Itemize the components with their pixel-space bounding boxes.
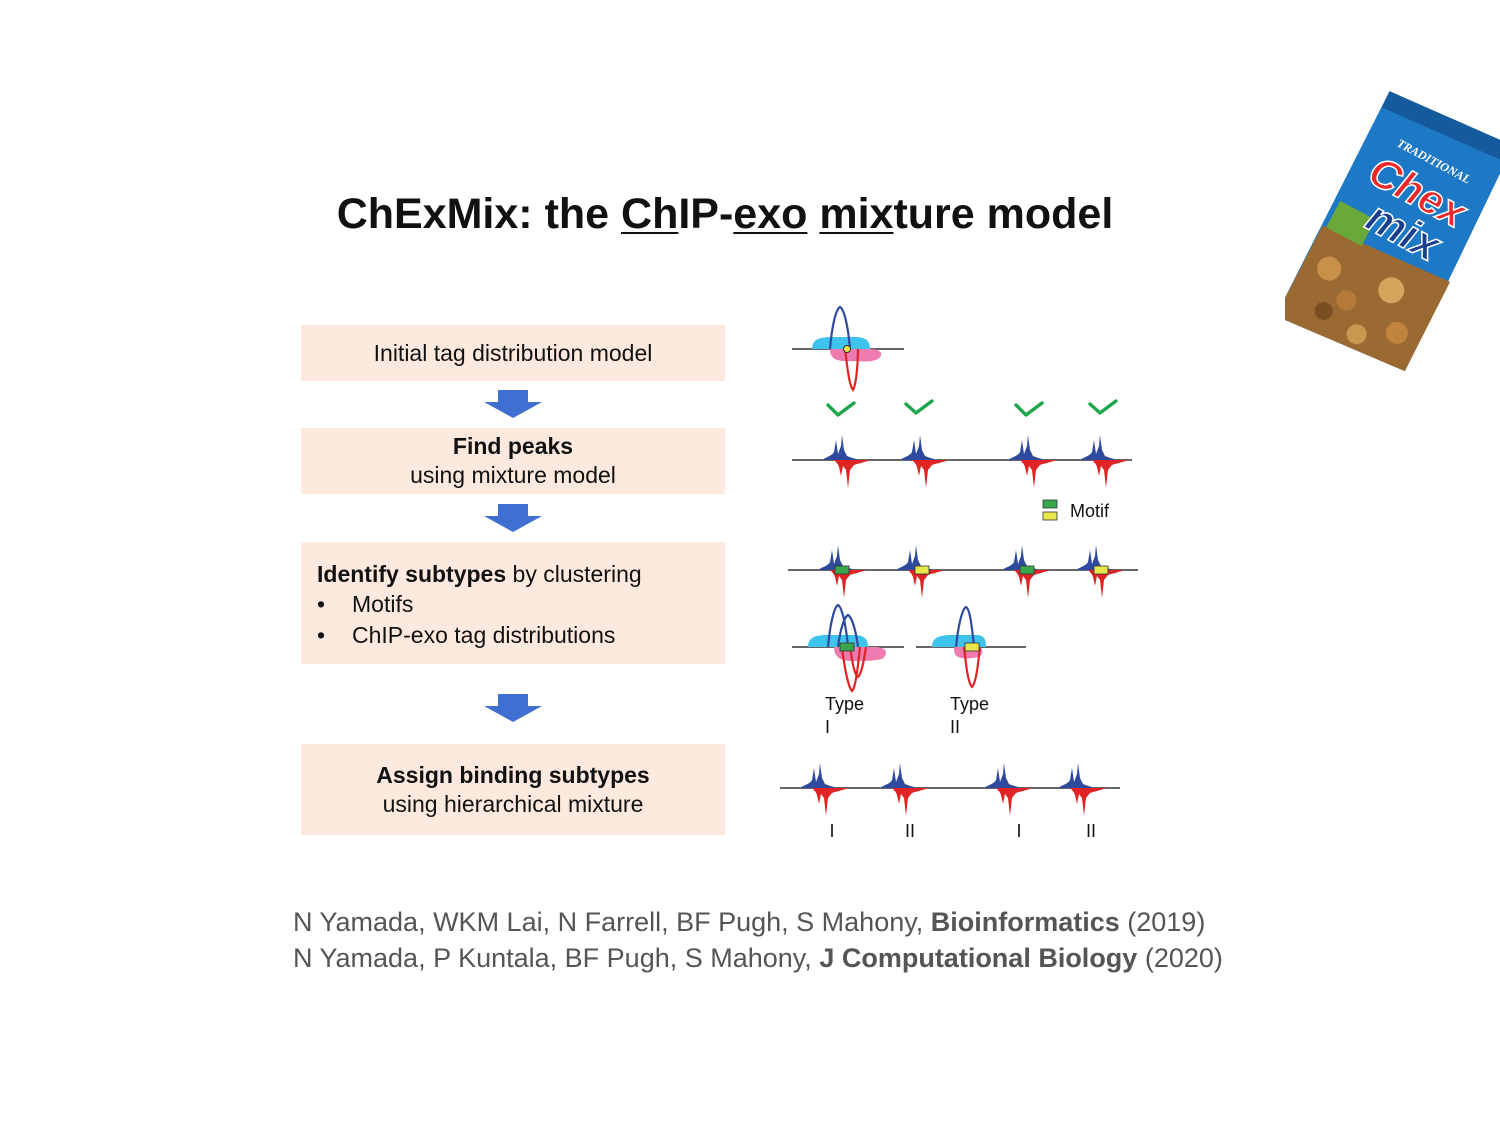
assigned-label: II bbox=[1086, 821, 1096, 841]
step-identify-rest: by clustering bbox=[506, 561, 642, 587]
citation-line: N Yamada, P Kuntala, BF Pugh, S Mahony, … bbox=[293, 943, 1223, 973]
citations: N Yamada, WKM Lai, N Farrell, BF Pugh, S… bbox=[293, 904, 1223, 976]
motif-legend-label: Motif bbox=[1070, 501, 1110, 521]
check-icon bbox=[1014, 401, 1044, 417]
step-assign-rest: using hierarchical mixture bbox=[382, 790, 644, 817]
peak-row bbox=[792, 435, 1132, 488]
down-arrow-icon bbox=[484, 390, 542, 418]
check-marks bbox=[826, 399, 1118, 417]
step-identify-bold: Identify subtypes bbox=[317, 561, 507, 587]
type-label-word: Type bbox=[825, 694, 864, 714]
step-initial-model: Initial tag distribution model bbox=[301, 325, 725, 381]
chex-mix-bag-image: TRADITIONAL Chex mix bbox=[1285, 91, 1500, 372]
citation-line: N Yamada, WKM Lai, N Farrell, BF Pugh, S… bbox=[293, 907, 1206, 937]
subtype-i-model bbox=[792, 603, 904, 693]
chexmix-diagram: Motif Type I Type II bbox=[780, 305, 1138, 841]
motif-green-box bbox=[1019, 565, 1035, 575]
motif-legend: Motif bbox=[1042, 499, 1110, 521]
type-label-numeral: II bbox=[950, 717, 960, 737]
type-label-word: Type bbox=[950, 694, 989, 714]
down-arrow-icon bbox=[484, 694, 542, 722]
down-arrow-icon bbox=[484, 504, 542, 532]
step-find-peaks-rest: using mixture model bbox=[410, 462, 616, 488]
type-label-numeral: I bbox=[825, 717, 830, 737]
step-assign-subtypes: Assign binding subtypes using hierarchic… bbox=[301, 744, 725, 835]
check-icon bbox=[1088, 399, 1118, 415]
motif-peak-row bbox=[788, 545, 1138, 598]
slide-title: ChExMix: the ChIP-exo mixture model bbox=[336, 190, 1114, 238]
step-find-peaks: Find peaks using mixture model bbox=[301, 428, 725, 494]
motif-yellow-box bbox=[1093, 565, 1109, 575]
motif-yellow-box bbox=[914, 565, 930, 575]
step-initial-model-text: Initial tag distribution model bbox=[373, 339, 653, 366]
assigned-label: II bbox=[905, 821, 915, 841]
assigned-peak-row bbox=[780, 763, 1120, 816]
assigned-label: I bbox=[1016, 821, 1021, 841]
motif-green-box bbox=[834, 565, 850, 575]
step-identify-subtypes: Identify subtypes by clustering •Motifs … bbox=[301, 542, 725, 664]
bullet-item: •Motifs bbox=[317, 591, 414, 617]
step-find-peaks-bold: Find peaks bbox=[452, 433, 574, 459]
check-icon bbox=[826, 401, 856, 417]
initial-model-glyph bbox=[792, 305, 904, 392]
step-assign-bold: Assign binding subtypes bbox=[376, 761, 650, 788]
bullet-item: •ChIP-exo tag distributions bbox=[317, 622, 616, 648]
check-icon bbox=[904, 399, 934, 415]
assigned-label: I bbox=[829, 821, 834, 841]
subtype-ii-model bbox=[916, 605, 1026, 689]
